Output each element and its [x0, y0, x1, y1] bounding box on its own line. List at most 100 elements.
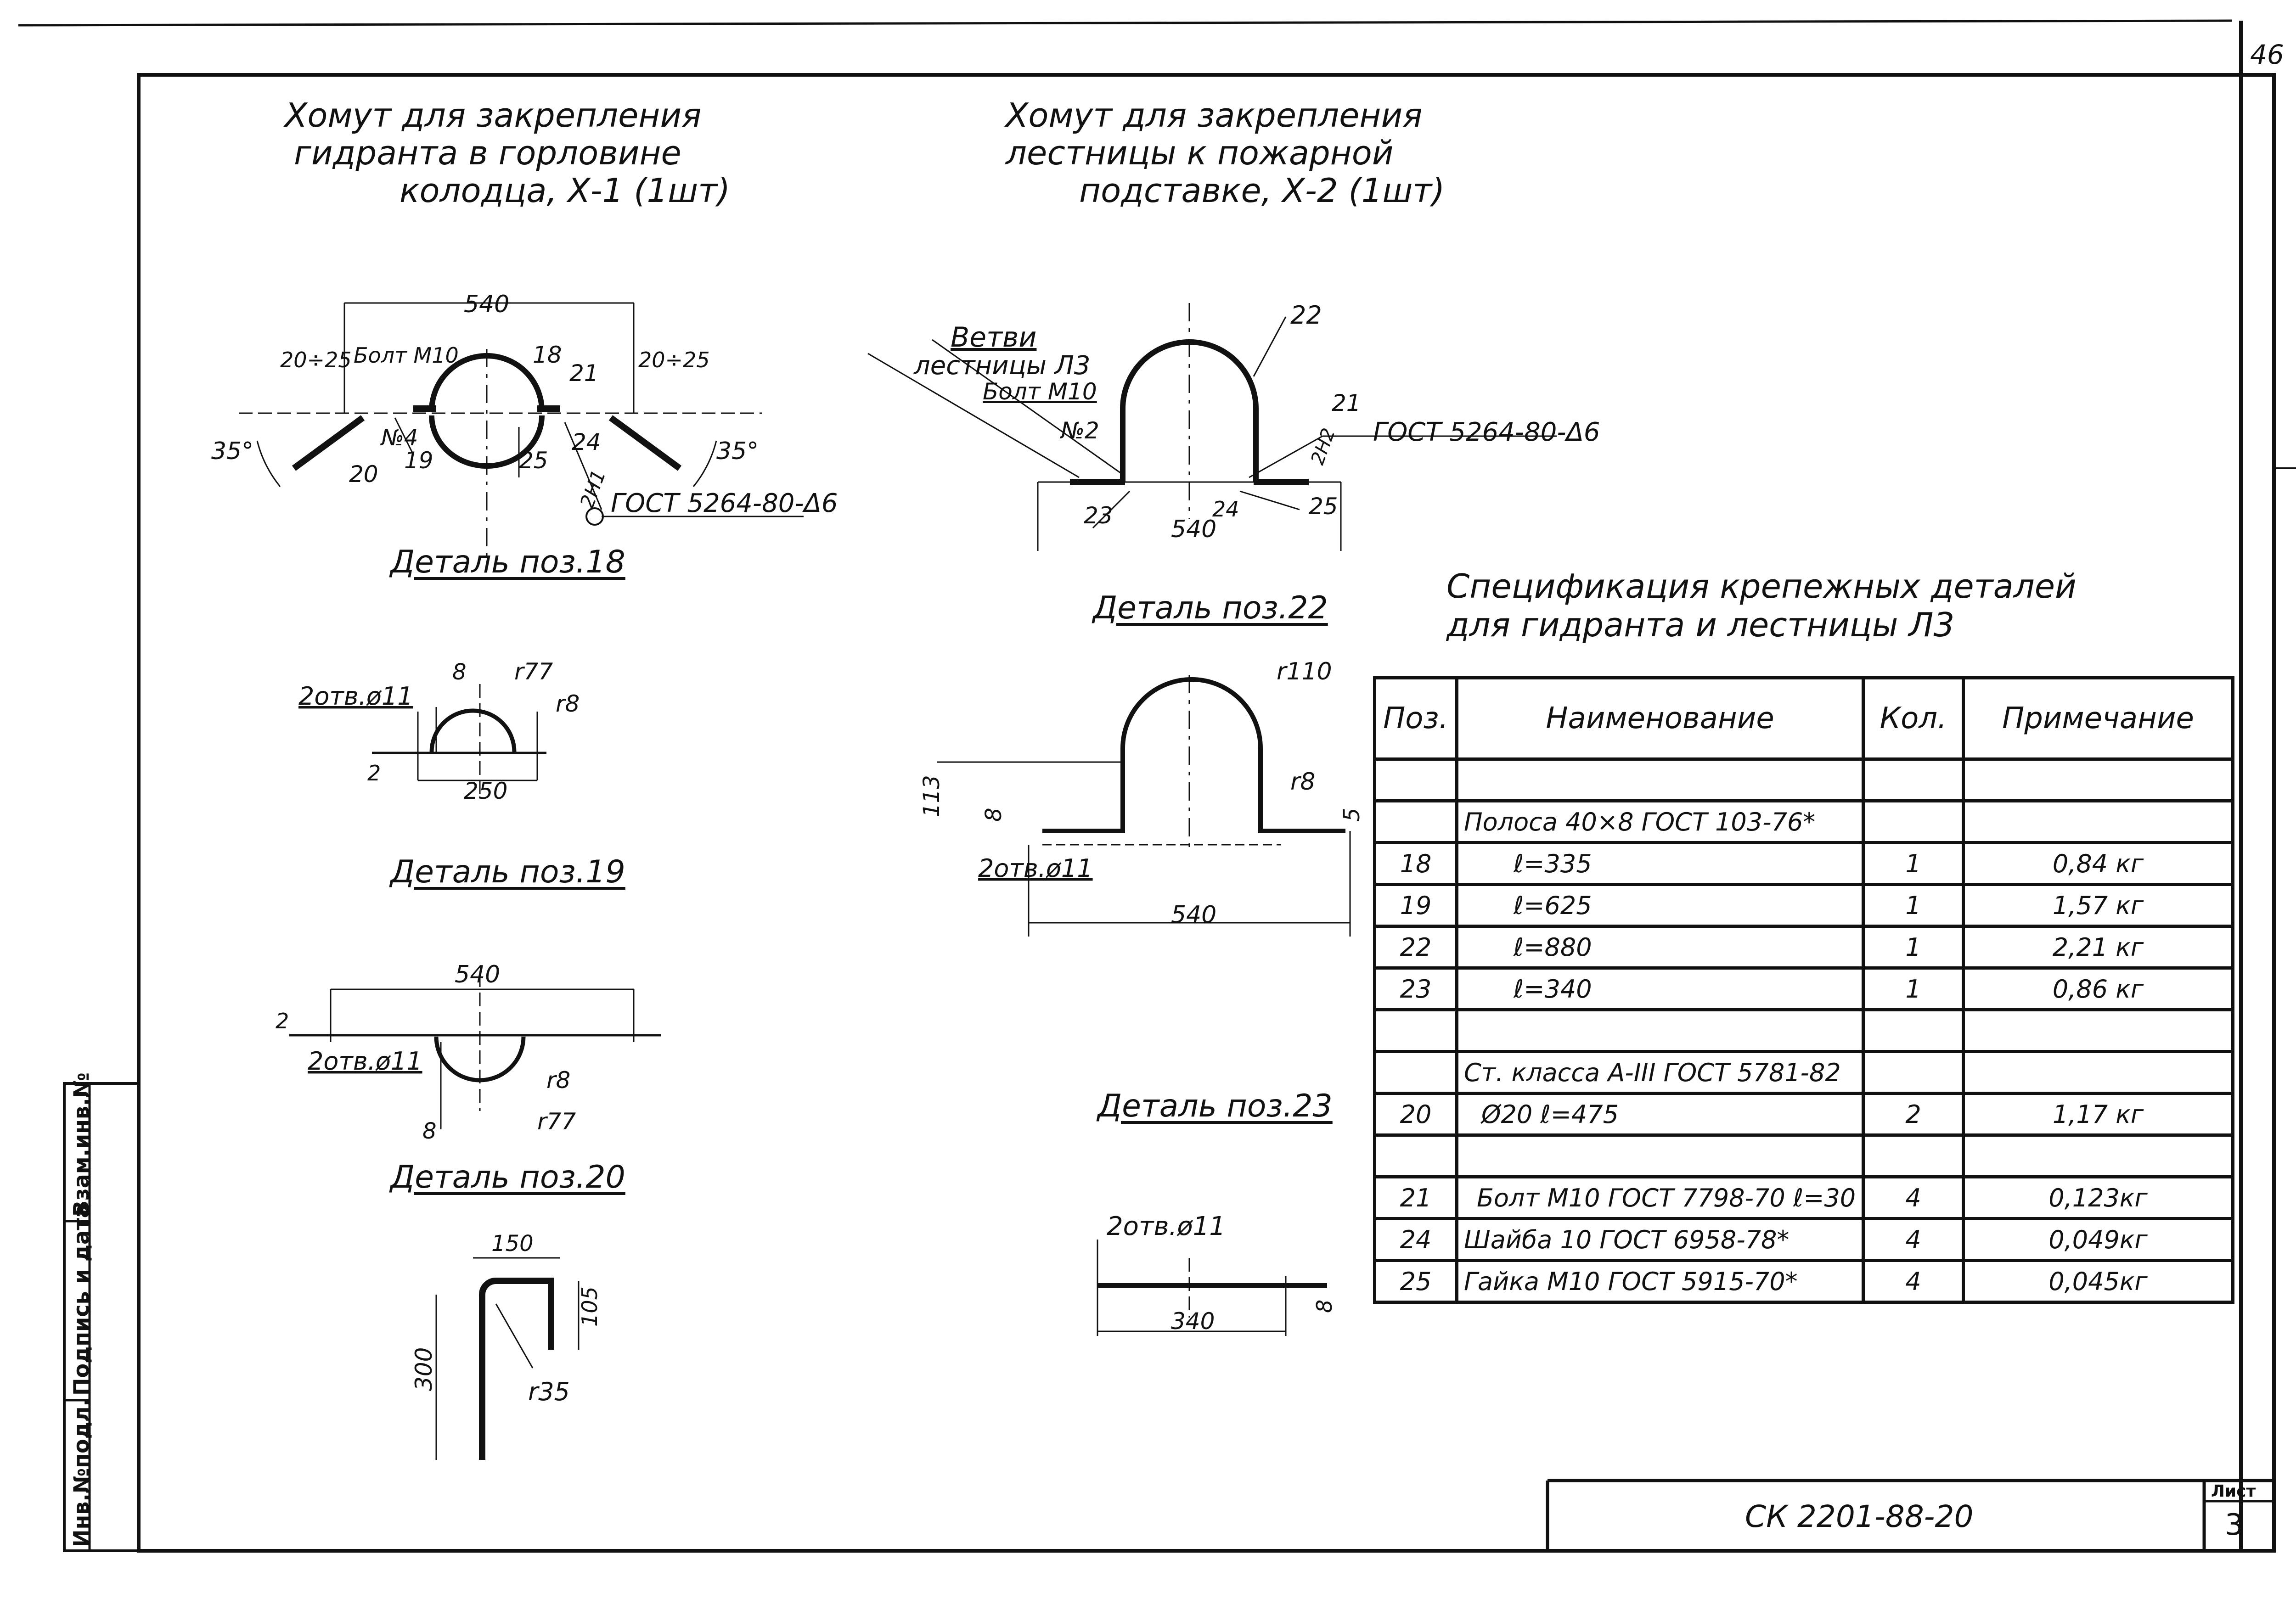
spec-cell-pos: [1373, 1133, 1458, 1178]
d22-113-label: 113: [919, 775, 945, 817]
x1-bolt-label: Болт М10: [354, 343, 459, 368]
spec-cell-name: [1455, 757, 1865, 802]
spec-cell-name: Ø20 ℓ=475: [1455, 1092, 1865, 1137]
x1-gost-label: ГОСТ 5264-80-Δ6: [611, 488, 838, 518]
spec-cell-pos: 19: [1373, 883, 1458, 928]
x2-pos25-label: 25: [1309, 493, 1338, 520]
x2-pos22-label: 22: [1290, 301, 1322, 330]
spec-cell-note: 1,17 кг: [1962, 1092, 2234, 1137]
spec-cell-pos: 23: [1373, 966, 1458, 1011]
caption-detail-18: Деталь поз.18: [390, 544, 625, 580]
spec-row: [1373, 1008, 2234, 1053]
doc-code: СК 2201-88-20: [1745, 1499, 1974, 1534]
d19-250-label: 250: [464, 778, 507, 804]
x1-weld-num-label: 2Н1: [575, 467, 610, 511]
d20-r77-label: r77: [537, 1108, 576, 1135]
d22-r110-label: r110: [1277, 658, 1332, 685]
d21-150-label: 150: [491, 1231, 534, 1257]
x1-pos18-label: 18: [533, 342, 562, 368]
d23-340-label: 340: [1171, 1308, 1215, 1335]
spec-cell-note: [1962, 799, 2234, 844]
spec-cell-qty: 1: [1862, 883, 1965, 928]
d19-r77-label: r77: [514, 658, 553, 685]
spec-cell-name: Шайба 10 ГОСТ 6958-78*: [1455, 1217, 1865, 1262]
spec-cell-pos: [1373, 799, 1458, 844]
detail-20-drawing: [289, 973, 661, 1129]
spec-cell-name: ℓ=340: [1455, 966, 1865, 1011]
spec-cell-pos: [1373, 757, 1458, 802]
d22-8-label: 8: [981, 808, 1007, 822]
x1-title: Хомут для закрепления гидранта в горлови…: [285, 96, 730, 209]
spec-cell-note: 0,123кг: [1962, 1175, 2234, 1220]
spec-cell-pos: 20: [1373, 1092, 1458, 1137]
d19-r8-label: r8: [556, 690, 580, 717]
x2-title-line1: Хомут для закрепления: [1006, 96, 1423, 135]
d22-5-label: 5: [1339, 808, 1365, 822]
x1-angle-right-label: 35°: [716, 438, 759, 465]
x1-assembly: [239, 302, 804, 565]
spec-cell-name: Полоса 40×8 ГОСТ 103-76*: [1455, 799, 1865, 844]
spec-title-line1: Спецификация крепежных деталей: [1446, 567, 2077, 606]
x1-title-line3: колодца, Х-1 (1шт): [400, 171, 731, 210]
caption-detail-20: Деталь поз.20: [390, 1159, 625, 1195]
d19-8-label: 8: [452, 659, 467, 685]
spec-cell-name: ℓ=335: [1455, 841, 1865, 886]
spec-cell-qty: 1: [1862, 925, 1965, 970]
x2-pos23-label: 23: [1084, 502, 1113, 529]
spec-row: Ст. класса A-III ГОСТ 5781-82: [1373, 1050, 2234, 1095]
side-stamp-sign-date: Подпись и дата: [69, 1204, 94, 1396]
spec-cell-qty: 4: [1862, 1175, 1965, 1220]
x2-title: Хомут для закрепления лестницы к пожарно…: [1006, 96, 1445, 209]
x2-weld-num-label: 2Н2: [1307, 426, 1339, 468]
spec-cell-name: Ст. класса A-III ГОСТ 5781-82: [1455, 1050, 1865, 1095]
spec-title: Спецификация крепежных деталей для гидра…: [1446, 567, 2077, 644]
detail-23-drawing: [1097, 1240, 1327, 1336]
x2-width-label: 540: [1171, 516, 1216, 543]
d20-holes-label: 2отв.ø11: [308, 1047, 422, 1076]
d20-r8-label: r8: [546, 1067, 570, 1094]
x1-angle-left-label: 35°: [211, 438, 253, 465]
top-edge-line: [18, 19, 2232, 27]
sheet-value: 3: [2225, 1508, 2244, 1542]
spec-cell-name: Болт М10 ГОСТ 7798-70 ℓ=30: [1455, 1175, 1865, 1220]
sheet-number: 46: [2250, 39, 2284, 70]
spec-header-note: Примечание: [1962, 676, 2234, 761]
d22-holes-label: 2отв.ø11: [978, 854, 1093, 883]
d22-540-label: 540: [1171, 901, 1216, 929]
bent-bar-drawing: [435, 1257, 580, 1460]
spec-cell-pos: 22: [1373, 925, 1458, 970]
spec-cell-qty: [1862, 757, 1965, 802]
d22-r8-label: r8: [1290, 768, 1315, 796]
detail-22-drawing: [937, 675, 1351, 937]
spec-cell-note: 0,86 кг: [1962, 966, 2234, 1011]
d21-300-label: 300: [411, 1347, 437, 1391]
x2-title-line2: лестницы к пожарной: [1006, 134, 1394, 172]
spec-cell-note: 0,045кг: [1962, 1259, 2234, 1304]
x1-width-label: 540: [464, 291, 509, 318]
drawing-frame: [137, 73, 2276, 1553]
spec-header-pos: Поз.: [1373, 676, 1458, 761]
d21-105-label: 105: [577, 1286, 602, 1327]
caption-detail-23: Деталь поз.23: [1097, 1088, 1333, 1124]
side-stamp-vzam-inv: Взам.инв.№: [69, 1072, 94, 1217]
x1-gap-left-label: 20÷25: [280, 348, 352, 372]
spec-cell-pos: [1373, 1050, 1458, 1095]
spec-row: [1373, 1133, 2234, 1178]
spec-header-row: Поз. Наименование Кол. Примечание: [1373, 676, 2234, 761]
detail-19-drawing: [372, 684, 546, 794]
x1-pos20-label: 20: [349, 461, 378, 488]
d23-8-label: 8: [1312, 1300, 1337, 1313]
x2-pos24-label: 24: [1212, 497, 1239, 522]
spec-cell-note: [1962, 757, 2234, 802]
side-stamp-box: [63, 1082, 140, 1552]
d20-540-label: 540: [455, 961, 500, 988]
spec-cell-note: [1962, 1133, 2234, 1178]
spec-cell-pos: [1373, 1008, 1458, 1053]
